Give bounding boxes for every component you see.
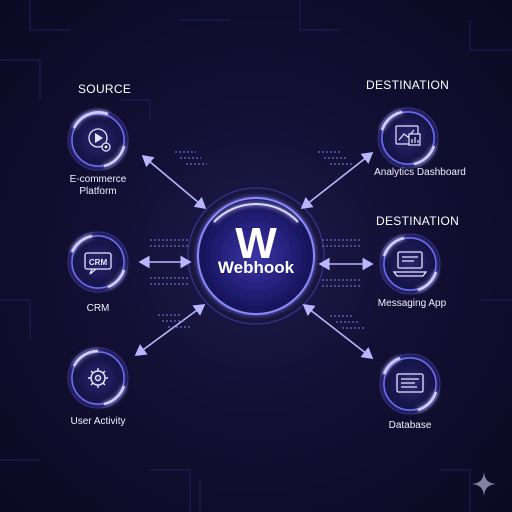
data-flow-dashes bbox=[150, 151, 364, 329]
laptop-icon bbox=[392, 251, 428, 277]
node-user-activity bbox=[67, 347, 129, 409]
connection-analytics bbox=[300, 152, 374, 209]
node-messaging bbox=[379, 233, 441, 295]
gear-icon bbox=[88, 368, 108, 388]
webhook-logo: W bbox=[235, 219, 277, 268]
connection-database bbox=[302, 304, 374, 359]
node-analytics bbox=[377, 107, 439, 169]
hub-title: Webhook bbox=[217, 258, 295, 277]
chart-dashboard-icon bbox=[395, 125, 421, 146]
node-crm: CRM bbox=[67, 231, 129, 293]
label-user-activity: User Activity bbox=[70, 416, 126, 427]
webhook-hub: W bbox=[187, 187, 325, 325]
connection-user-activity bbox=[134, 304, 206, 356]
sparkle-icon bbox=[472, 472, 496, 496]
svg-text:CRM: CRM bbox=[89, 258, 108, 267]
crm-icon: CRM bbox=[84, 252, 112, 275]
label-ecommerce: E-commerce Platform bbox=[69, 174, 127, 197]
video-gear-icon bbox=[88, 128, 111, 152]
database-icon bbox=[396, 373, 424, 393]
heading-source: SOURCE bbox=[78, 82, 132, 96]
label-analytics: Analytics Dashboard bbox=[374, 167, 466, 178]
heading-destination-mid: DESTINATION bbox=[376, 214, 460, 228]
label-messaging: Messaging App bbox=[377, 298, 447, 309]
connection-ecommerce bbox=[141, 154, 207, 210]
label-database: Database bbox=[388, 420, 432, 431]
node-database bbox=[379, 353, 441, 415]
connections bbox=[134, 152, 374, 359]
heading-destination-top: DESTINATION bbox=[366, 78, 450, 92]
node-ecommerce bbox=[67, 109, 129, 171]
label-crm: CRM bbox=[86, 303, 110, 314]
